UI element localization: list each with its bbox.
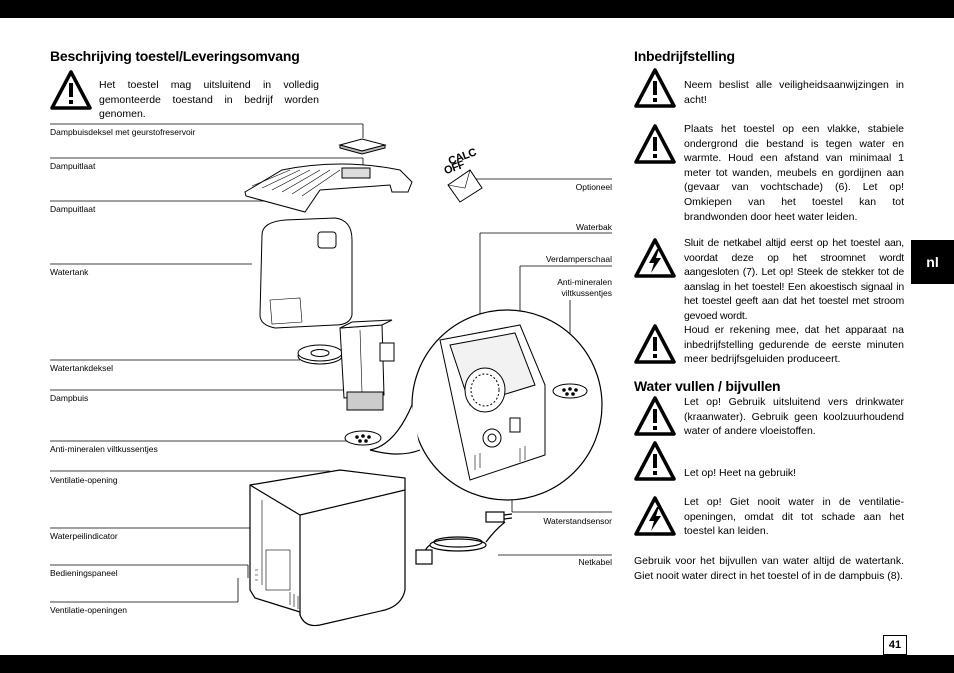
label-anti-mineralen-r2: viltkussentjes xyxy=(561,288,612,298)
warning-exclamation-icon xyxy=(634,396,676,436)
warning-exclamation-icon xyxy=(634,441,676,481)
label-netkabel: Netkabel xyxy=(578,557,612,567)
heading-water-vullen: Water vullen / bijvullen xyxy=(634,378,781,394)
warning-text-7: Let op! Giet nooit water in de ventilati… xyxy=(684,496,904,538)
warning-exclamation-icon xyxy=(634,324,676,364)
warning-text-3: Sluit de netkabel altijd eerst op het to… xyxy=(684,237,904,322)
label-dampbuisdeksel: Dampbuisdeksel met geurstofreservoir xyxy=(50,127,196,137)
label-dampuitlaat-2: Dampuitlaat xyxy=(50,204,96,214)
heading-inbedrijfstelling: Inbedrijfstelling xyxy=(634,48,735,64)
language-tab: nl xyxy=(911,240,954,284)
label-bedieningspaneel: Bedieningspaneel xyxy=(50,568,118,578)
warning-electric-icon xyxy=(634,496,676,536)
warning-exclamation-icon xyxy=(634,124,676,164)
warning-text-4: Houd er rekening mee, dat het apparaat n… xyxy=(684,324,904,366)
left-warning-text: Het toestel mag uitsluitend in volledig … xyxy=(99,79,319,121)
label-ventilatie-openingen: Ventilatie-openingen xyxy=(50,605,128,615)
label-waterpeilindicator: Waterpeilindicator xyxy=(50,531,118,541)
label-dampuitlaat-1: Dampuitlaat xyxy=(50,161,96,171)
top-bar xyxy=(0,0,954,18)
warning-electric-icon xyxy=(634,238,676,278)
label-verdamperschaal: Verdamperschaal xyxy=(545,254,612,264)
page-number: 41 xyxy=(883,635,907,655)
warning-exclamation-icon xyxy=(634,68,676,108)
label-dampbuis: Dampbuis xyxy=(50,393,89,403)
label-ventilatie-opening: Ventilatie-opening xyxy=(50,475,118,485)
final-paragraph: Gebruik voor het bijvullen van water alt… xyxy=(634,555,904,582)
warning-text-2: Plaats het toestel op een vlakke, stabie… xyxy=(684,123,904,223)
warning-text-1: Neem beslist alle veiligheidsaanwijzinge… xyxy=(684,79,904,106)
warning-text-6: Let op! Heet na gebruik! xyxy=(684,467,797,479)
warning-exclamation-icon xyxy=(50,70,92,110)
warning-text-5: Let op! Gebruik uitsluitend vers drinkwa… xyxy=(684,396,904,438)
label-waterbak: Waterbak xyxy=(575,222,612,232)
label-watertankdeksel: Watertankdeksel xyxy=(50,363,113,373)
label-anti-mineralen-r1: Anti-mineralen xyxy=(557,277,612,287)
left-heading: Beschrijving toestel/Leveringsomvang xyxy=(50,48,300,64)
bottom-bar xyxy=(0,655,954,673)
label-waterstandsensor: Waterstandsensor xyxy=(543,516,612,526)
label-anti-mineralen: Anti-mineralen viltkussentjes xyxy=(50,444,158,454)
label-optioneel: Optioneel xyxy=(575,182,612,192)
label-watertank: Watertank xyxy=(50,267,89,277)
